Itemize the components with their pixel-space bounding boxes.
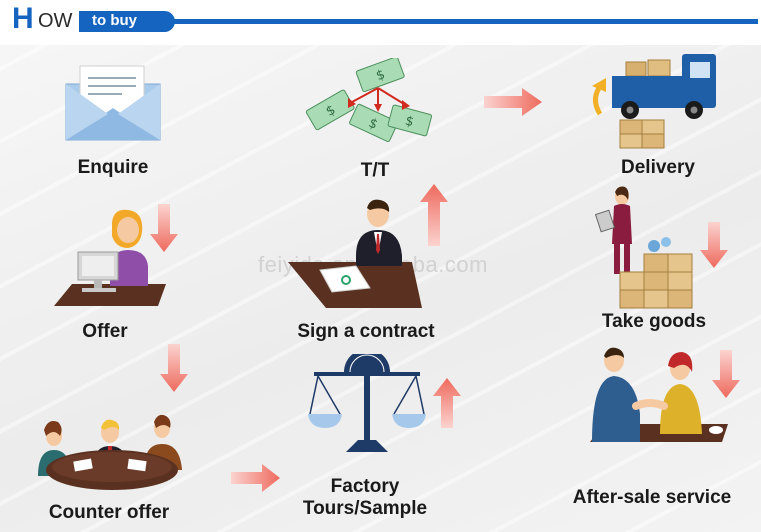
- step-tt-label: T/T: [360, 160, 390, 181]
- step-offer-label: Offer: [82, 321, 128, 342]
- arrow-factory-to-contract: [433, 378, 461, 428]
- operator-computer-icon: [54, 209, 166, 306]
- step-counter-offer-label: Counter offer: [48, 502, 170, 523]
- step-factory-label-line1: Factory: [330, 476, 400, 497]
- header-pill-text: to buy: [92, 12, 137, 29]
- businessman-desk-icon: [288, 199, 422, 308]
- header-logo-letter: H: [12, 2, 34, 35]
- header-logo-text: OW: [38, 10, 73, 32]
- step-factory-label-line2: Tours/Sample: [302, 498, 428, 519]
- header-rule: [172, 19, 758, 24]
- meeting-table-icon: [38, 414, 182, 490]
- arrow-delivery-to-take-goods: [700, 222, 728, 268]
- arrow-offer-to-counter-offer: [160, 344, 188, 392]
- step-sign-contract-label: Sign a contract: [297, 321, 435, 342]
- section-header: H OW to buy: [0, 0, 761, 40]
- step-take-goods-label: Take goods: [601, 311, 707, 332]
- delivery-truck-icon: [592, 54, 716, 149]
- svg-text:$: $: [403, 114, 415, 131]
- arrow-take-goods-to-after-sale: [712, 350, 740, 398]
- step-enquire-label: Enquire: [77, 157, 149, 178]
- balance-scale-icon: [308, 354, 426, 452]
- money-transfer-icon: $ $ $ $: [305, 58, 433, 143]
- arrow-contract-to-tt: [420, 184, 448, 246]
- envelope-icon: [65, 65, 161, 141]
- step-delivery-label: Delivery: [621, 157, 695, 178]
- arrow-counter-offer-to-factory: [231, 464, 280, 492]
- handshake-service-icon: [590, 347, 728, 442]
- arrow-tt-to-delivery: [484, 88, 542, 116]
- warehouse-worker-icon: [594, 186, 693, 309]
- arrow-enquire-to-offer: [150, 204, 178, 252]
- step-after-sale-label: After-sale service: [572, 487, 732, 508]
- header-pill: [79, 11, 175, 32]
